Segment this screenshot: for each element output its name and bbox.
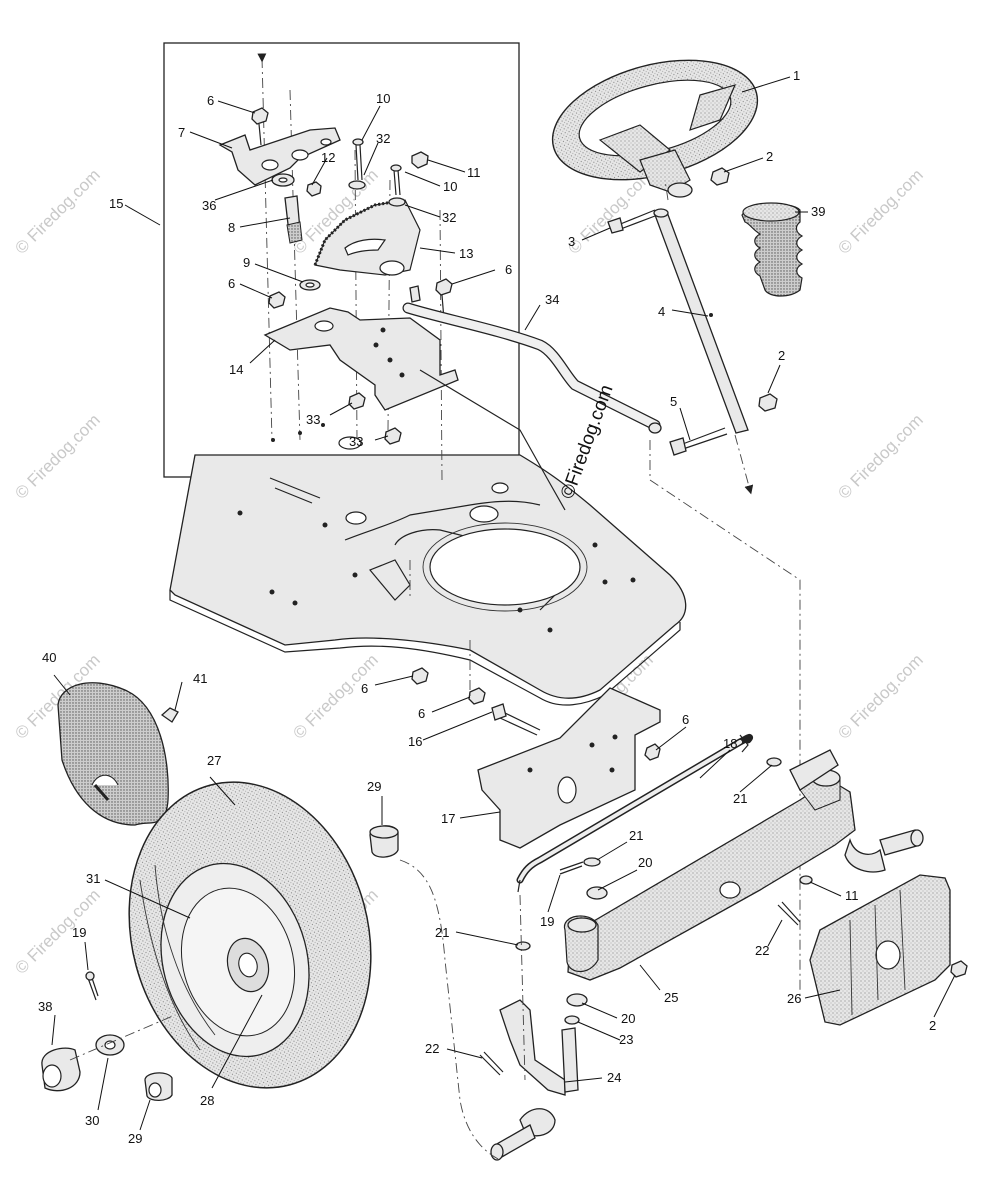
part-label-9: 9: [243, 255, 250, 270]
part-label-6: 6: [207, 93, 214, 108]
part-label-30: 30: [85, 1113, 99, 1128]
part-label-19: 19: [540, 914, 554, 929]
inset-steering-components: [218, 53, 459, 481]
watermark: © Firedog.com: [289, 650, 381, 742]
watermark: © Firedog.com: [834, 410, 926, 502]
watermark: © Firedog.com: [11, 165, 103, 257]
part-label-27: 27: [207, 753, 221, 768]
steering-wheel: [551, 59, 759, 198]
part-label-5: 5: [670, 394, 677, 409]
part-label-29: 29: [367, 779, 381, 794]
guide-lines: [399, 560, 526, 1161]
front-axle: [564, 749, 924, 981]
part-label-3: 3: [568, 234, 575, 249]
watermark: © Firedog.com: [834, 650, 926, 742]
part-label-39: 39: [811, 204, 825, 219]
part-label-34: 34: [545, 292, 559, 307]
part-label-26: 26: [787, 991, 801, 1006]
part-label-10: 10: [376, 91, 390, 106]
part-label-23: 23: [619, 1032, 633, 1047]
part-label-6: 6: [505, 262, 512, 277]
part-labels: 1 2 2 2 3 4 5 6 6 6 6 6 6 7 8 9 10 10 11…: [38, 68, 936, 1146]
part-label-2: 2: [929, 1018, 936, 1033]
part-label-29: 29: [128, 1131, 142, 1146]
part-label-24: 24: [607, 1070, 621, 1085]
part-label-20: 20: [621, 1011, 635, 1026]
part-label-33: 33: [306, 412, 320, 427]
spindle-left: [490, 999, 579, 1161]
axle-small-parts: [479, 757, 813, 1076]
part-label-25: 25: [664, 990, 678, 1005]
watermark: © Firedog.com: [834, 165, 926, 257]
part-label-10: 10: [443, 179, 457, 194]
part-label-8: 8: [228, 220, 235, 235]
part-label-21: 21: [733, 791, 747, 806]
part-label-38: 38: [38, 999, 52, 1014]
part-label-12: 12: [321, 150, 335, 165]
part-label-7: 7: [178, 125, 185, 140]
part-label-16: 16: [408, 734, 422, 749]
part-label-36: 36: [202, 198, 216, 213]
part-label-14: 14: [229, 362, 243, 377]
part-label-41: 41: [193, 671, 207, 686]
part-label-11: 11: [845, 888, 859, 903]
steering-shaft: [653, 179, 754, 495]
part-label-22: 22: [425, 1041, 439, 1056]
wheel-cover: [57, 682, 179, 826]
part-label-4: 4: [658, 304, 665, 319]
part-label-15: 15: [109, 196, 123, 211]
tie-rod: [516, 733, 754, 893]
part-label-1: 1: [793, 68, 800, 83]
part-label-17: 17: [441, 811, 455, 826]
center-watermark: ©Firedog.com: [557, 382, 618, 502]
left-small-parts: [41, 971, 176, 1102]
shaft-fasteners: [607, 167, 778, 456]
part-label-20: 20: [638, 855, 652, 870]
part-label-32: 32: [442, 210, 456, 225]
leader-lines: [51, 76, 956, 1131]
part-label-13: 13: [459, 246, 473, 261]
part-label-6: 6: [682, 712, 689, 727]
part-label-2: 2: [778, 348, 785, 363]
part-label-6: 6: [228, 276, 235, 291]
watermark: © Firedog.com: [11, 410, 103, 502]
part-label-40: 40: [42, 650, 56, 665]
part-label-19: 19: [72, 925, 86, 940]
front-weight: [809, 874, 968, 1026]
drag-link: [402, 302, 801, 1000]
chassis-frame: [169, 454, 687, 706]
part-label-21: 21: [629, 828, 643, 843]
part-label-18: 18: [723, 736, 737, 751]
part-label-2: 2: [766, 149, 773, 164]
part-label-11: 11: [467, 165, 481, 180]
axle-support-bracket: [411, 667, 661, 849]
wheel-tire: [128, 781, 372, 1089]
steering-boot: [741, 202, 804, 297]
watermark: © Firedog.com: [11, 885, 103, 977]
part-label-28: 28: [200, 1093, 214, 1108]
part-label-32: 32: [376, 131, 390, 146]
spacer-upper: [369, 825, 399, 858]
part-label-21: 21: [435, 925, 449, 940]
part-label-31: 31: [86, 871, 100, 886]
part-label-6: 6: [361, 681, 368, 696]
part-label-22: 22: [755, 943, 769, 958]
part-label-6: 6: [418, 706, 425, 721]
part-label-33: 33: [349, 434, 363, 449]
